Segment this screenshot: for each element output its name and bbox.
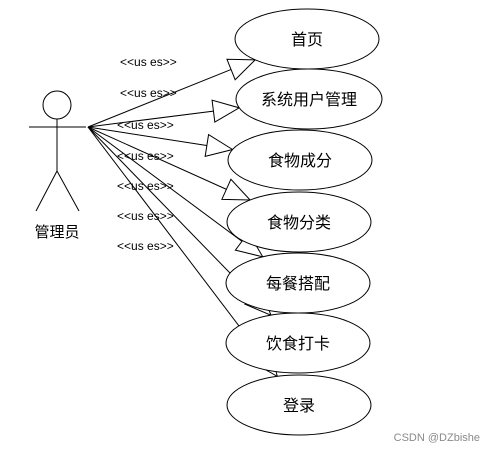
arrowhead-user-mgmt <box>211 99 241 123</box>
association-line-food-category <box>87 126 251 201</box>
uses-label-food-ingredients: <<us es>> <box>117 118 174 132</box>
use-case-label-meal-pairing: 每餐搭配 <box>266 274 330 293</box>
use-case-food-ingredients <box>227 129 373 191</box>
watermark: CSDN @DZbishe <box>394 432 480 444</box>
use-case-user-mgmt <box>235 68 383 130</box>
use-case-login <box>226 374 372 436</box>
association-line-home <box>87 59 256 128</box>
uses-label-home: <<us es>> <box>120 55 177 69</box>
actor-figure <box>29 90 86 212</box>
arrowhead-food-ingredients <box>204 133 234 158</box>
actor-head <box>42 90 72 120</box>
arrowhead-food-category <box>221 178 252 201</box>
use-case-label-user-mgmt: 系统用户管理 <box>261 90 357 109</box>
arrowhead-home <box>226 58 257 81</box>
use-case-diet-checkin <box>225 312 371 374</box>
actor-name: 管理员 <box>34 223 79 241</box>
use-case-label-food-ingredients: 食物成分 <box>268 151 332 170</box>
use-case-label-login: 登录 <box>283 396 315 415</box>
actor-right-leg <box>56 170 80 212</box>
uses-label-login: <<us es>> <box>117 239 174 253</box>
use-case-label-diet-checkin: 饮食打卡 <box>266 334 330 353</box>
uses-label-user-mgmt: <<us es>> <box>120 86 177 100</box>
uses-label-food-category: <<us es>> <box>117 149 174 163</box>
uses-label-diet-checkin: <<us es>> <box>117 209 174 223</box>
use-case-food-category <box>226 191 372 253</box>
association-links: <<us es>> <<us es>> <<us es>> <<us es>> <<us… <box>87 55 279 378</box>
use-case-label-food-category: 食物分类 <box>267 213 331 232</box>
use-case-label-home: 首页 <box>291 30 323 49</box>
actor-left-leg <box>35 170 58 212</box>
